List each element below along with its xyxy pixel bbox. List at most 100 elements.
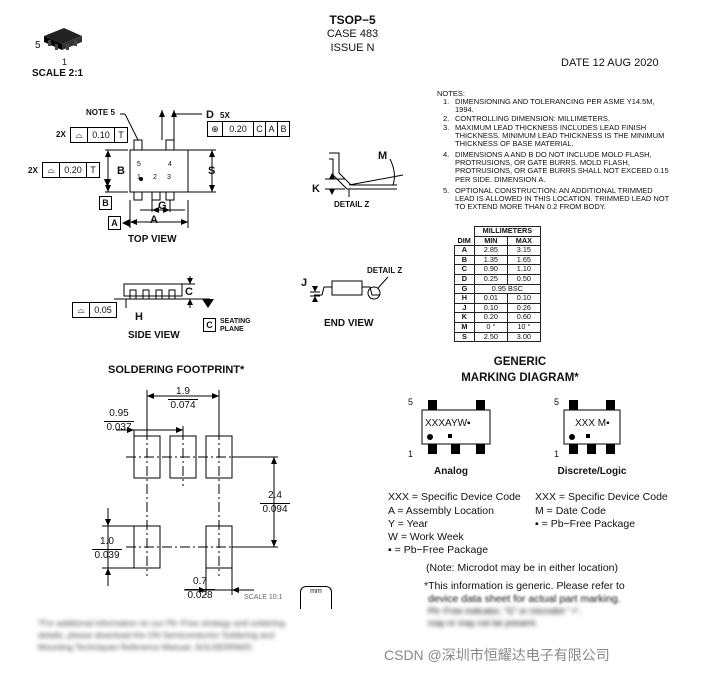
detail-z-title: DETAIL Z xyxy=(334,200,370,209)
legend-left-3: W = Work Week xyxy=(388,531,464,543)
csdn-watermark: CSDN @深圳市恒耀达电子有限公司 xyxy=(384,647,610,663)
profile-icon-2: ⌓ xyxy=(43,163,60,177)
side-view-drawing xyxy=(114,276,214,308)
generic-note-2: device data sheet for actual part markin… xyxy=(428,593,621,605)
dim-a-label: A xyxy=(150,214,158,226)
seating-label-1: SEATING xyxy=(220,318,251,325)
fp-dim4-bot: 0.039 xyxy=(94,550,120,561)
marking-title-1: GENERIC xyxy=(493,356,547,368)
dim-g-label: G xyxy=(158,200,167,212)
end-view-drawing xyxy=(310,276,389,302)
side-flatness-frame: ⌓ 0.05 xyxy=(72,302,117,318)
fp-scale: SCALE 10:1 xyxy=(244,594,283,601)
issue-label: ISSUE N xyxy=(330,42,375,54)
logic-marking-pkg xyxy=(563,400,621,454)
fp-dim1-bot: 0.074 xyxy=(170,400,196,411)
note-2-num: 2. xyxy=(443,114,450,123)
dim-row-min: 2.50 xyxy=(473,331,508,343)
analog-label: Analog xyxy=(434,466,468,477)
top-view-title: TOP VIEW xyxy=(128,234,177,245)
legend-left-1: A = Assembly Location xyxy=(388,505,494,517)
datum-b-box: B xyxy=(99,196,112,210)
pin-3-label: 3 xyxy=(167,174,171,181)
note-5-num: 5. xyxy=(443,186,450,195)
thumb-pin5: 5 xyxy=(35,40,41,51)
datum-a-box: A xyxy=(108,216,121,230)
side-view-title: SIDE VIEW xyxy=(128,330,180,341)
flat2-prefix: 2X xyxy=(28,166,38,175)
dim-row-min: 2.85 xyxy=(473,245,508,256)
pin-1-label: 1 xyxy=(137,174,141,181)
dim-row-max: 0.10 xyxy=(506,293,541,304)
dim-s-label: S xyxy=(208,165,216,177)
microdot-note: (Note: Microdot may be in either locatio… xyxy=(426,562,618,574)
legend-left-2: Y = Year xyxy=(388,518,428,530)
note-2-text: CONTROLLING DIMENSION: MILLIMETERS. xyxy=(455,114,611,123)
notes-title: NOTES: xyxy=(437,89,465,98)
dim-row-max: 3.00 xyxy=(506,331,541,343)
fp-dim5-bar xyxy=(185,589,215,590)
fp-dim2-top: 0.95 xyxy=(109,408,129,419)
note5-label: NOTE 5 xyxy=(86,108,115,117)
flat2-ref: T xyxy=(90,165,96,175)
dim-d-5x: 5X xyxy=(220,111,230,120)
pin-5-label: 5 xyxy=(137,161,141,168)
date-label: DATE 12 AUG 2020 xyxy=(561,57,659,69)
footprint-title: SOLDERING FOOTPRINT* xyxy=(108,364,245,376)
position-tolerance-frame: ⊕ 0.20 C A B xyxy=(207,121,290,137)
detail-z-m: M xyxy=(378,150,388,162)
fp-dim5-bot: 0.028 xyxy=(187,590,213,601)
datum-a-arrow xyxy=(122,219,130,227)
side-flat-value: 0.05 xyxy=(94,305,112,315)
fp-dim1-top: 1.9 xyxy=(176,386,190,397)
flat1-ref: T xyxy=(118,130,124,140)
fp-dim3-bar xyxy=(260,503,290,504)
pos-ref-b: B xyxy=(280,124,287,134)
dim-row-symbol: K xyxy=(454,312,475,323)
top-view-drawing xyxy=(104,110,216,228)
note-3-num: 3. xyxy=(443,123,450,132)
generic-note-1: *This information is generic. Please ref… xyxy=(424,580,625,592)
pin-4-label: 4 xyxy=(168,161,172,168)
end-detail-z: DETAIL Z xyxy=(367,266,403,275)
fp-dim5-top: 0.7 xyxy=(193,576,207,587)
footnote-line-1: *For additional information on our Pb−Fr… xyxy=(38,618,285,628)
analog-marking-pkg xyxy=(421,400,491,454)
dim-row-max: 3.15 xyxy=(506,245,541,256)
logic-pin1: 1 xyxy=(554,449,560,459)
thumb-pin1: 1 xyxy=(62,57,68,67)
legend-right-2: ▪ = Pb−Free Package xyxy=(535,518,636,530)
fp-dim2-bot: 0.037 xyxy=(106,422,132,433)
fp-dim1-bar xyxy=(168,399,198,400)
generic-note-3: Pb−Free indicator, “G” or microdot “ ▪”, xyxy=(428,606,581,616)
dim-b-label: B xyxy=(117,165,125,177)
footnote-line-2: details, please download the ON Semicond… xyxy=(38,630,275,640)
col-dim: DIM xyxy=(454,226,475,247)
fp-unit-top: mm xyxy=(310,588,322,595)
marking-title-2: MARKING DIAGRAM* xyxy=(461,372,579,384)
legend-left-4: ▪ = Pb−Free Package xyxy=(388,544,489,556)
side-h-label: H xyxy=(135,311,143,323)
flat1-prefix: 2X xyxy=(56,130,66,139)
dim-row-min: 0.20 xyxy=(473,312,508,323)
dim-row-symbol: S xyxy=(454,331,475,343)
dim-row-max: 10 ° xyxy=(506,321,541,333)
flatness-frame-020: ⌓ 0.20 T xyxy=(42,162,100,178)
analog-code: XXXAYW▪ xyxy=(425,418,471,429)
legend-right-0: XXX = Specific Device Code xyxy=(535,491,668,503)
fp-unit-box: mm xyxy=(300,586,332,609)
note-4-text: DIMENSIONS A AND B DO NOT INCLUDE MOLD F… xyxy=(455,150,669,184)
fp-dim3-top: 2.4 xyxy=(268,490,282,501)
end-j-label: J xyxy=(301,277,308,289)
position-icon: ⊕ xyxy=(208,122,223,136)
end-view-title: END VIEW xyxy=(324,318,374,329)
dim-row-symbol: A xyxy=(454,245,475,256)
detail-z-k: K xyxy=(312,183,320,195)
side-datum-c: C xyxy=(203,318,216,332)
dim-row-min: 0 ° xyxy=(473,321,508,333)
dim-row-min: 0.01 xyxy=(473,293,508,304)
dim-row-symbol: M xyxy=(454,321,475,333)
